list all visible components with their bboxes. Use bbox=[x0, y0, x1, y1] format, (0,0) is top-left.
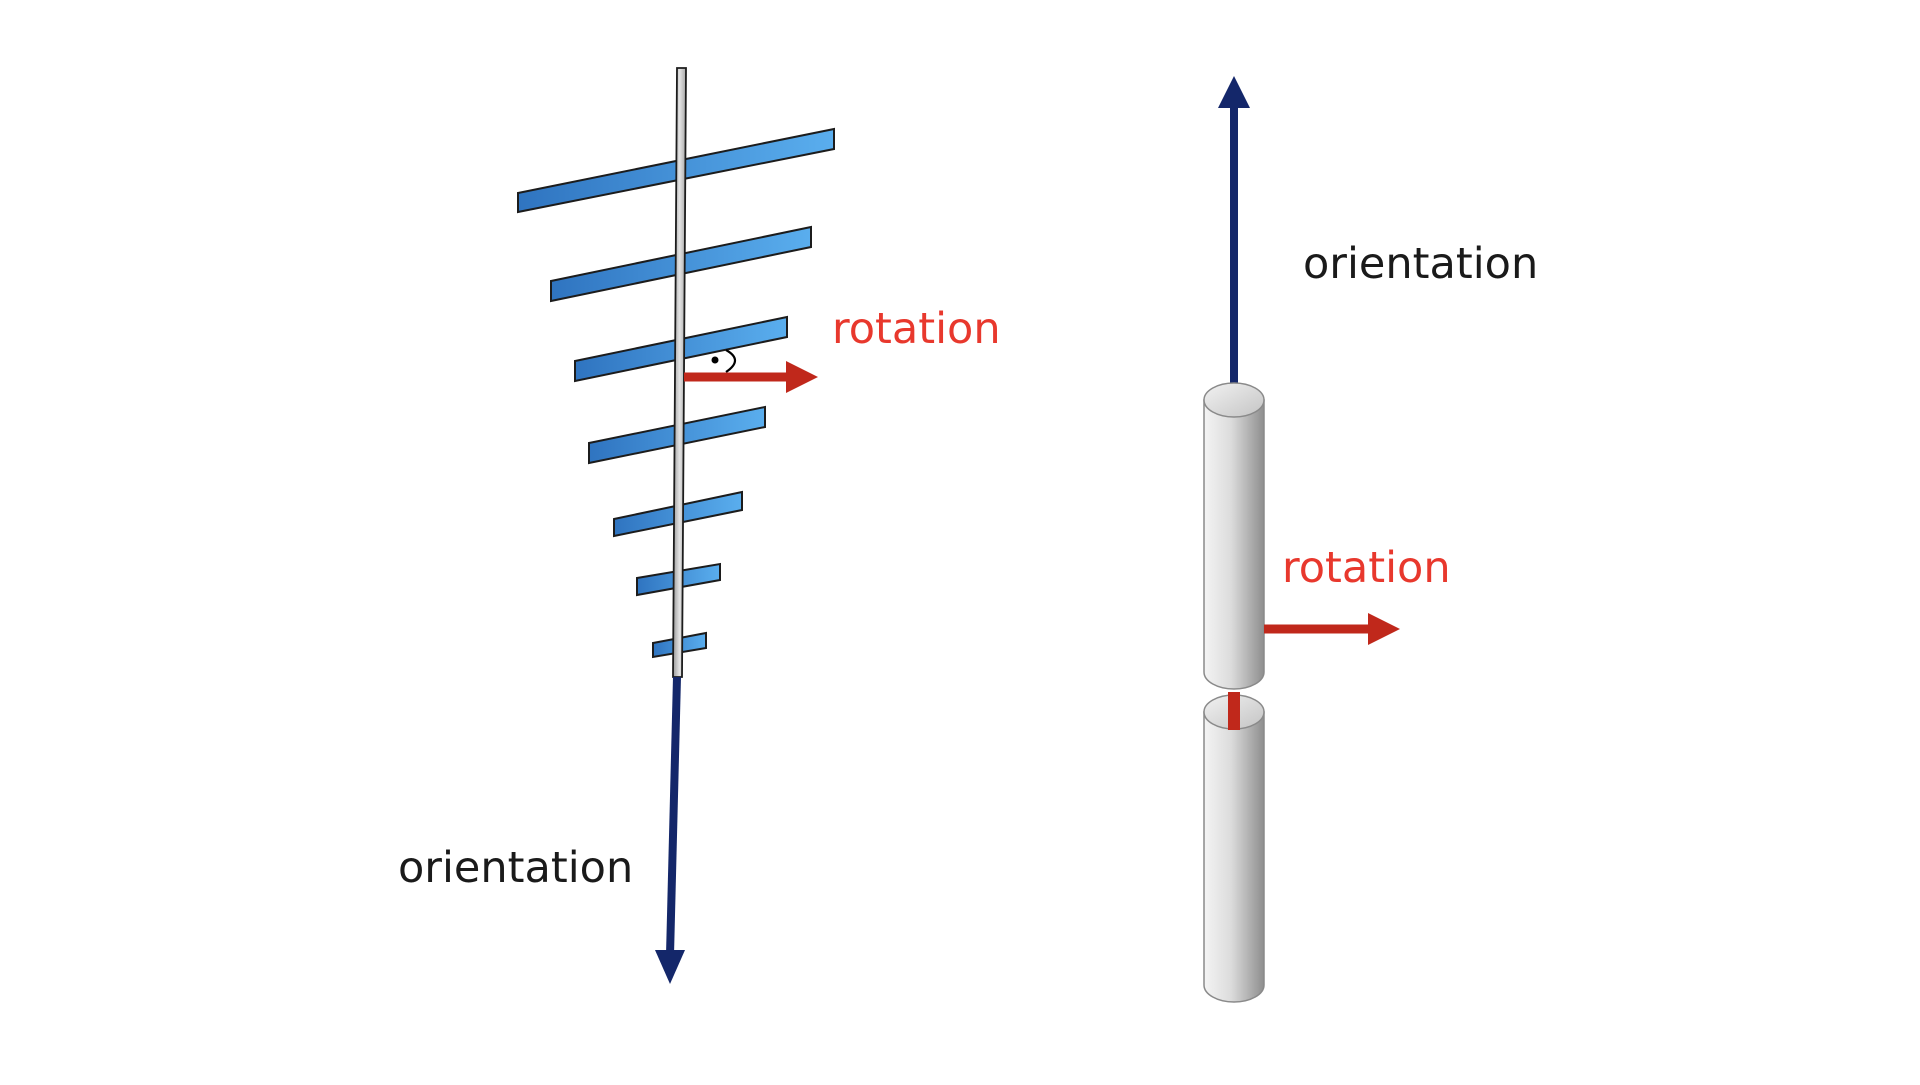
yagi-antenna-icon bbox=[517, 67, 835, 678]
cylinder-lower bbox=[1203, 694, 1265, 1003]
left-rotation-arrow bbox=[684, 361, 818, 393]
right-rotation-arrow bbox=[1264, 613, 1400, 645]
right-angle-marker bbox=[711, 349, 737, 373]
left-rotation-label: rotation bbox=[832, 304, 1001, 354]
left-orientation-arrow bbox=[655, 676, 685, 984]
left-orientation-label: orientation bbox=[398, 843, 633, 893]
cylinder-upper bbox=[1203, 382, 1265, 690]
right-rotation-label: rotation bbox=[1282, 543, 1451, 593]
feed-gap bbox=[1228, 692, 1240, 730]
right-orientation-label: orientation bbox=[1303, 239, 1538, 289]
right-orientation-arrow bbox=[1218, 76, 1250, 385]
antenna-boom bbox=[672, 67, 687, 678]
dipole-cylinder-icon bbox=[1203, 382, 1265, 1003]
